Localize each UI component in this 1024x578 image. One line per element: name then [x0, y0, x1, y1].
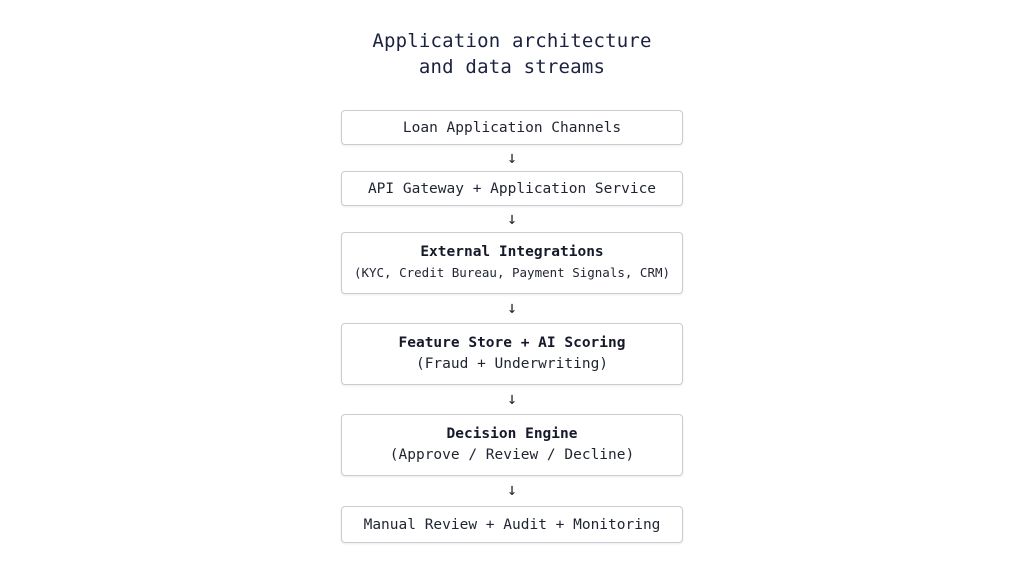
arrow-down-icon: ↓ [506, 480, 518, 500]
diagram-title: Application architecture and data stream… [332, 28, 692, 80]
node-decision-engine: Decision Engine (Approve / Review / Decl… [341, 414, 683, 476]
diagram-title-line-2: and data streams [418, 56, 606, 78]
node-label: Decision Engine [446, 426, 578, 442]
arrow-down-icon: ↓ [506, 148, 518, 168]
arrow-down-icon: ↓ [506, 298, 518, 318]
node-api-gateway: API Gateway + Application Service [341, 171, 683, 206]
node-external-integrations: External Integrations (KYC, Credit Burea… [341, 232, 683, 294]
node-label: Manual Review + Audit + Monitoring [363, 516, 661, 533]
node-manual-review-audit-monitoring: Manual Review + Audit + Monitoring [341, 506, 683, 543]
node-label: Feature Store + AI Scoring [398, 335, 626, 351]
node-loan-application-channels: Loan Application Channels [341, 110, 683, 145]
diagram-title-line-1: Application architecture [372, 30, 652, 52]
node-feature-store-ai-scoring: Feature Store + AI Scoring (Fraud + Unde… [341, 323, 683, 385]
node-label: External Integrations [420, 244, 604, 260]
node-label: Loan Application Channels [402, 119, 622, 136]
diagram-panel: Application architecture and data stream… [332, 0, 692, 578]
node-detail: (Fraud + Underwriting) [415, 356, 609, 372]
arrow-down-icon: ↓ [506, 389, 518, 409]
node-detail: (Approve / Review / Decline) [389, 447, 635, 463]
node-label: API Gateway + Application Service [367, 180, 657, 197]
arrow-down-icon: ↓ [506, 209, 518, 229]
node-detail: (KYC, Credit Bureau, Payment Signals, CR… [353, 265, 671, 280]
